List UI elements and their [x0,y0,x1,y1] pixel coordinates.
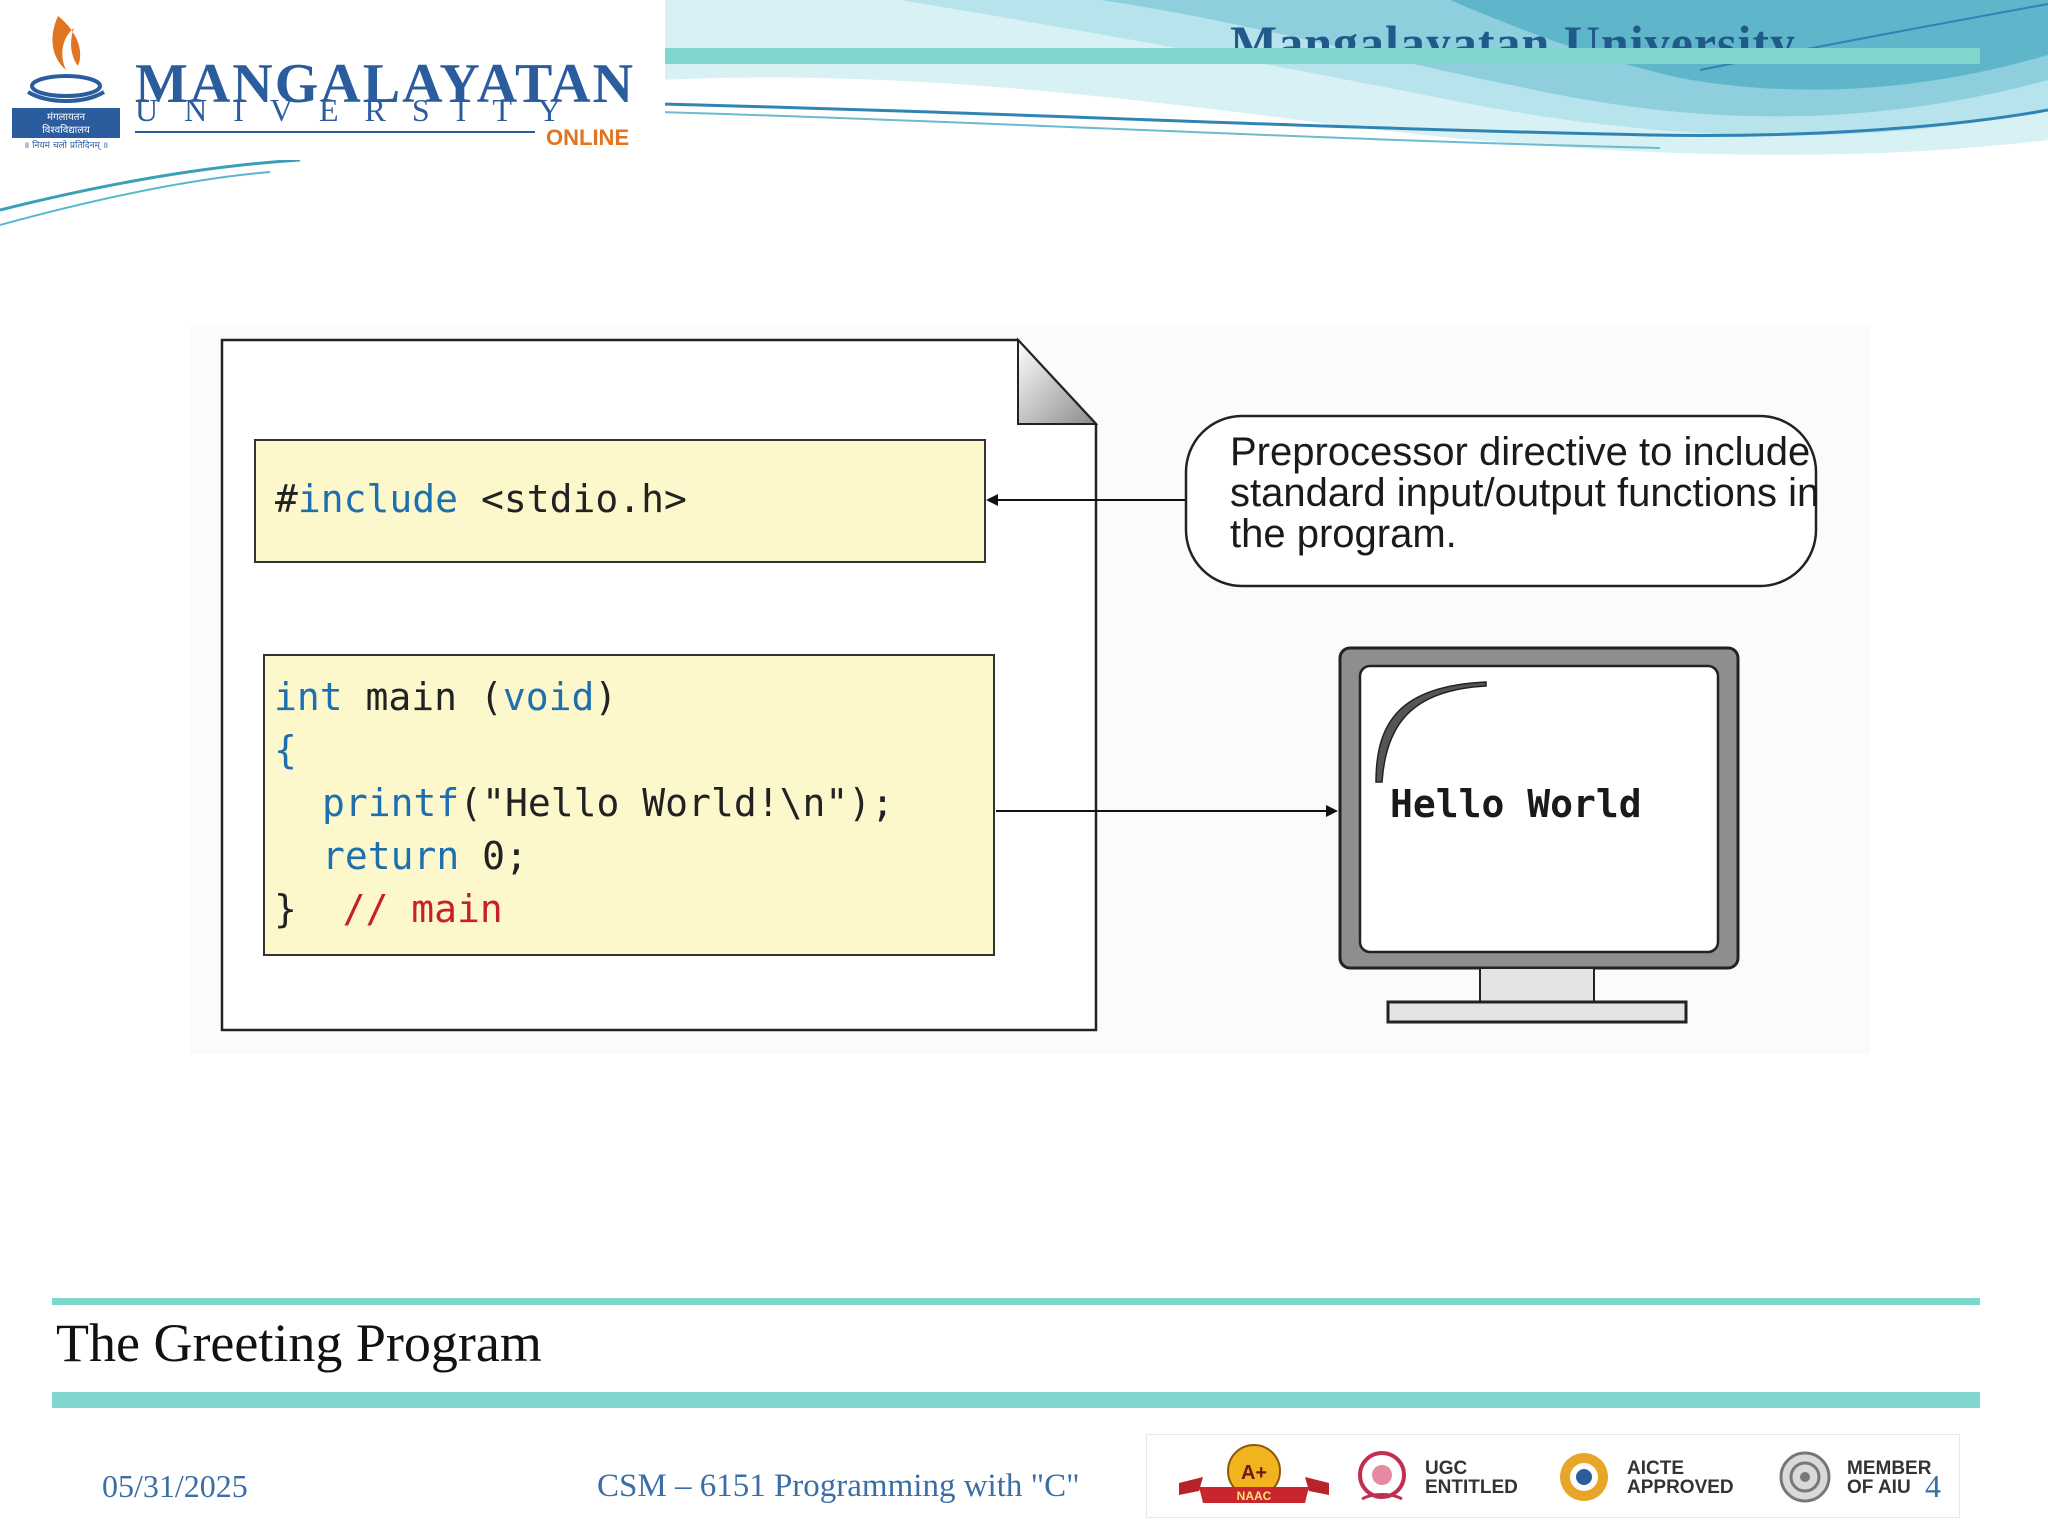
main-code-box [263,654,995,956]
code-void-keyword: void [502,675,595,719]
code-paren-open: ( [479,675,503,719]
code-open-brace: { [274,728,297,772]
logo-university-text: UNIVERSITY [135,92,587,128]
accreditation-badges: A+ NAAC UGC ENTITLED AICTE APPROVED MEMB… [1146,1434,1960,1518]
code-line-3: printf("Hello World!\n"); [274,777,894,830]
code-paren-close: ) [594,675,618,719]
preprocessor-callout-text: Preprocessor directive to include standa… [1230,430,1820,556]
logo-online-tag: ONLINE [546,125,630,150]
code-close-brace: } [274,887,297,931]
include-hash: # [275,477,298,521]
title-bottom-divider [52,1392,1980,1408]
include-header: <stdio.h> [480,477,687,521]
header-wave-graphic [0,0,2048,226]
code-return-value: 0; [459,834,528,878]
code-line-1: int main (void) [274,671,894,724]
code-line-2: { [274,724,894,777]
code-line-5: } // main [274,883,894,936]
footer-course-name: CSM – 6151 Programming with "C" [597,1468,1080,1504]
code-printf-args: ("Hello World!\n"); [459,781,894,825]
code-main-name: main [342,675,480,719]
slide-title: The Greeting Program [56,1313,542,1373]
logo-underline [135,131,535,133]
aiu-member-label: MEMBER OF AIU [1847,1458,1932,1498]
naac-label: NAAC [1237,1489,1272,1503]
monitor-output-text: Hello World [1390,782,1642,826]
monitor-icon [1338,646,1740,1024]
code-printf-call: printf [322,781,460,825]
slide-page-number: 4 [1925,1468,1941,1504]
code-int-keyword: int [274,675,343,719]
emblem-text-line2: विश्वविद्यालय [42,124,90,136]
ugc-entitled-label: UGC ENTITLED [1425,1458,1518,1498]
logo-wordmark: MANGALAYATAN [135,53,636,115]
university-emblem-icon: मंगलायतन विश्वविद्यालय ॥ नियमं चलो प्रति… [12,16,120,150]
naac-badge-icon: A+ NAAC [1179,1444,1329,1503]
main-function-code: int main (void){printf("Hello World!\n")… [274,671,894,936]
emblem-motto: ॥ नियमं चलो प्रतिदिनम् ॥ [24,139,108,150]
aicte-approved-label: AICTE APPROVED [1627,1458,1734,1498]
title-top-divider [52,1298,1980,1305]
greeting-program-diagram [220,337,1818,1032]
code-line-4: return 0; [274,830,894,883]
footer-date: 05/31/2025 [102,1468,248,1504]
aiu-seal-icon [1779,1451,1831,1503]
aicte-seal-icon [1560,1453,1608,1501]
code-main-comment: // main [342,887,503,931]
code-return-keyword: return [322,834,460,878]
include-keyword: include [297,477,459,521]
include-code-box [254,439,986,563]
callout-bubble [1184,414,1818,588]
include-directive-code: #include <stdio.h> [275,477,687,521]
page-fold-corner [1017,337,1099,425]
emblem-text-line1: मंगलायतन [47,111,85,123]
ugc-seal-icon [1358,1451,1406,1501]
naac-grade: A+ [1241,1462,1267,1484]
